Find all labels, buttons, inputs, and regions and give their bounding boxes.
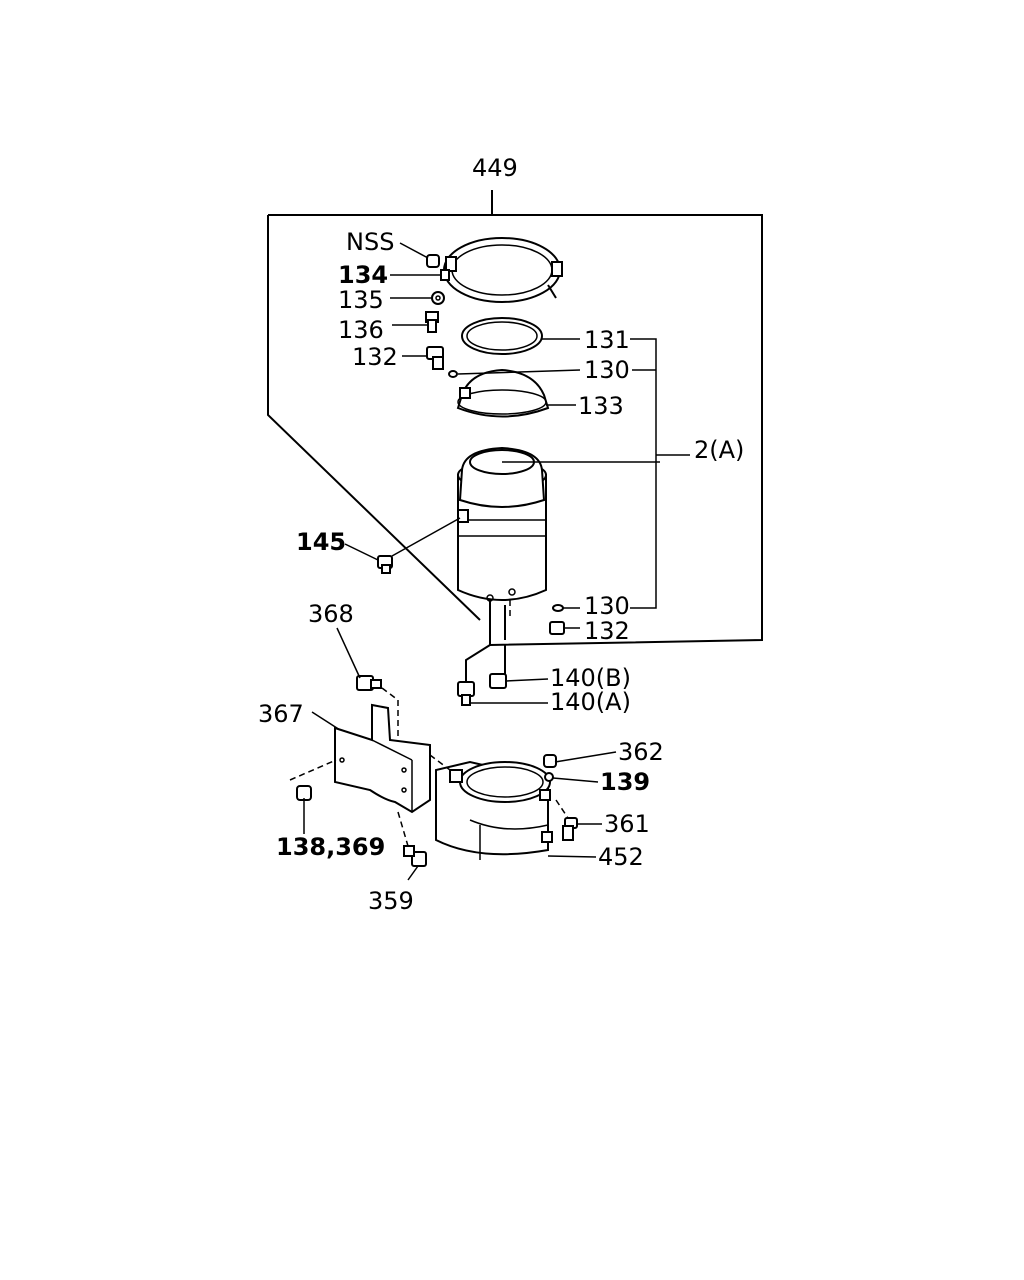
label-2a: 2(A) [694, 436, 744, 464]
label-140b: 140(B) [550, 664, 631, 692]
label-nss: NSS [346, 228, 394, 256]
dashed-lines [289, 600, 569, 847]
label-138-369: 138,369 [276, 833, 385, 861]
label-145: 145 [296, 528, 346, 556]
nut-362 [543, 754, 557, 768]
bolt-136 [425, 311, 439, 333]
bracket-367 [334, 703, 431, 814]
bolt-361 [562, 817, 578, 841]
label-133: 133 [578, 392, 624, 420]
assembly-outline [267, 190, 763, 646]
bolt-359 [403, 845, 427, 867]
label-452: 452 [598, 843, 644, 871]
ring-gasket-131 [461, 317, 543, 355]
label-assembly: 449 [472, 154, 518, 182]
group-brace [630, 338, 690, 609]
nut-132-bottom [549, 621, 565, 635]
label-134: 134 [338, 261, 388, 289]
bolt-132-top [426, 346, 444, 370]
label-132-bottom: 132 [584, 617, 630, 645]
leader-lines [303, 242, 660, 881]
label-130-top: 130 [584, 356, 630, 384]
label-135: 135 [338, 286, 384, 314]
label-139: 139 [600, 768, 650, 796]
nut-138-369 [296, 785, 312, 801]
label-361: 361 [604, 810, 650, 838]
clip-134 [440, 269, 450, 281]
label-140a: 140(A) [550, 688, 631, 716]
label-368: 368 [308, 600, 354, 628]
label-132-top: 132 [352, 343, 398, 371]
label-362: 362 [618, 738, 664, 766]
fitting-145 [377, 555, 393, 574]
nss-bolt [426, 254, 440, 268]
cover-133 [456, 368, 550, 418]
drain-valve-140b [489, 645, 507, 689]
label-131: 131 [584, 326, 630, 354]
label-367: 367 [258, 700, 304, 728]
washer-139 [544, 772, 554, 782]
o-ring-130-top [448, 370, 458, 378]
label-130-bottom: 130 [584, 592, 630, 620]
label-136: 136 [338, 316, 384, 344]
fitting-368 [356, 675, 382, 691]
clamp-band [443, 237, 563, 303]
label-359: 359 [368, 887, 414, 915]
drain-valve-140a [457, 644, 491, 706]
clamp-bracket-452 [435, 760, 553, 860]
filter-housing [457, 446, 547, 645]
washer-135 [431, 291, 445, 305]
o-ring-130-bottom [552, 604, 564, 612]
